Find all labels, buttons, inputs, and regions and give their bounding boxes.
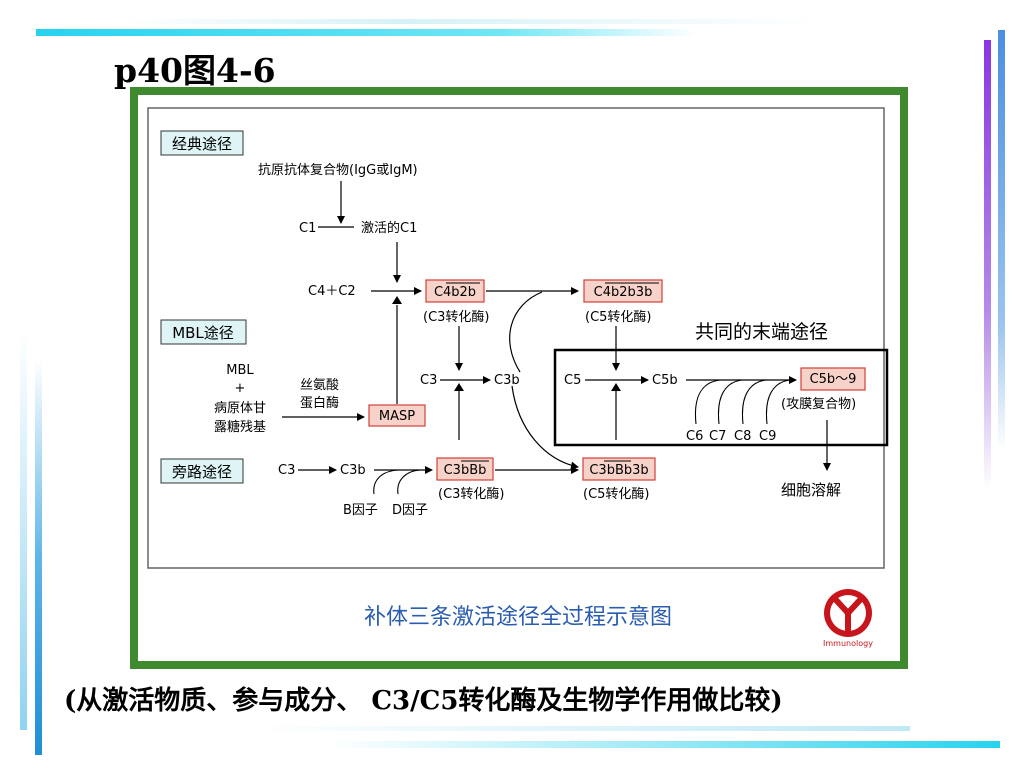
logo-text: Immunology xyxy=(823,639,873,648)
c3-mid-label: C3 xyxy=(420,373,437,388)
masp-label: MASP xyxy=(379,409,415,424)
c5-convertase-alt: (C5转化酶) xyxy=(583,486,650,502)
diagram-title: 补体三条激活途径全过程示意图 xyxy=(364,605,672,630)
factor-d-label: D因子 xyxy=(392,503,428,518)
c4b2b-box xyxy=(425,279,485,303)
terminal-pathway-box xyxy=(553,348,889,447)
c9-label: C9 xyxy=(759,429,776,444)
c5b-label: C5b xyxy=(652,373,678,388)
serine-protease-line1: 丝氨酸 xyxy=(300,378,339,393)
common-terminal-pathway-label: 共同的末端途径 xyxy=(695,321,828,343)
membrane-attack-complex-label: (攻膜复合物) xyxy=(781,397,856,412)
c5b-9-label: C5b～9 xyxy=(810,372,857,387)
c3bbb-box xyxy=(436,457,494,481)
c5b-9-box xyxy=(800,367,866,391)
serine-protease-line2: 蛋白酶 xyxy=(300,395,339,411)
slide-title: p40图4-6 xyxy=(114,51,276,90)
c3bbb3b-box xyxy=(582,457,656,481)
mbl-pathway-label-box xyxy=(160,319,247,345)
alternative-pathway-label-box xyxy=(160,458,244,484)
c5-convertase-classic: (C5转化酶) xyxy=(585,309,652,325)
c4b2b3b-box xyxy=(583,279,663,303)
c4-c2-label: C4＋C2 xyxy=(308,284,356,299)
diagram-border xyxy=(147,107,885,569)
masp-box xyxy=(368,404,426,427)
slide-caption: (从激活物质、参与成分、 C3/C5转化酶及生物学作用做比较) xyxy=(64,686,783,716)
c3-alt-label: C3 xyxy=(278,463,295,478)
antigen-antibody-label: 抗原抗体复合物(IgG或IgM) xyxy=(258,163,418,178)
c3b-mid-label: C3b xyxy=(494,373,520,388)
mbl-pathway-label: MBL途径 xyxy=(172,324,234,342)
cell-lysis-label: 细胞溶解 xyxy=(781,481,841,499)
c4b2b-label: C4b2b xyxy=(434,285,476,300)
activated-c1-label: 激活的C1 xyxy=(361,220,417,236)
c3bbb3b-label: C3bBb3b xyxy=(589,463,648,478)
c3-convertase-alt: (C3转化酶) xyxy=(438,486,505,502)
c3b-alt-label: C3b xyxy=(340,463,366,478)
plus-label: + xyxy=(235,381,246,396)
c4b2b3b-label: C4b2b3b xyxy=(594,285,653,300)
c1-label: C1 xyxy=(299,221,316,236)
c5-label: C5 xyxy=(564,373,581,388)
c3-convertase-classic: (C3转化酶) xyxy=(423,309,490,325)
mbl-label: MBL xyxy=(226,363,254,378)
c8-label: C8 xyxy=(734,429,751,444)
c7-label: C7 xyxy=(709,429,726,444)
pathogen-sugar-line1: 病原体甘 xyxy=(214,401,266,416)
alternative-pathway-label: 旁路途径 xyxy=(172,463,232,481)
classic-pathway-label-box xyxy=(160,130,244,156)
factor-b-label: B因子 xyxy=(343,503,378,518)
c3bbb-label: C3bBb xyxy=(444,463,487,478)
immunology-logo: Immunology xyxy=(823,589,873,648)
pathogen-sugar-line2: 露糖残基 xyxy=(214,419,266,435)
c6-label: C6 xyxy=(686,429,703,444)
classic-pathway-label: 经典途径 xyxy=(172,135,232,153)
